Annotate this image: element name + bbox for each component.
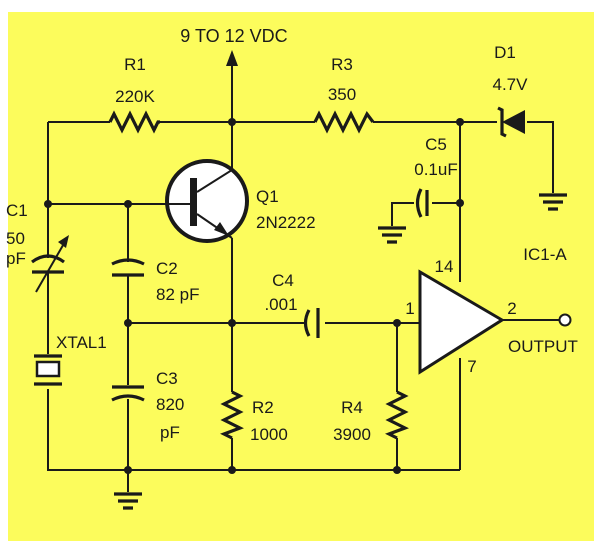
crystal-xtal1: XTAL1: [34, 333, 107, 386]
power-arrow-icon: [226, 50, 238, 66]
r3-value: 350: [328, 85, 356, 104]
c3-value-line2: pF: [160, 423, 180, 442]
schematic-background: [8, 12, 594, 541]
transistor-body-icon: [165, 159, 249, 243]
capacitor-c3: C3 820 pF: [111, 369, 184, 442]
ground-c5: [378, 226, 406, 244]
r1-value: 220K: [115, 87, 155, 106]
r3-ref: R3: [331, 55, 353, 74]
resistor-r4: R4 3900: [333, 390, 409, 444]
zener-diode-d1: D1 4.7V: [493, 43, 529, 138]
c1-value-line2: pF: [6, 249, 26, 268]
capacitor-curved-plate-icon: [111, 394, 145, 402]
resistor-symbol-icon: [385, 390, 409, 440]
resistor-symbol-icon: [108, 110, 160, 134]
c2-value: 82 pF: [156, 285, 199, 304]
c2-ref: C2: [156, 259, 178, 278]
zener-bar-icon: [497, 106, 507, 138]
junction-dot: [228, 466, 236, 474]
resistor-symbol-icon: [313, 110, 375, 134]
r1-ref: R1: [124, 55, 146, 74]
junction-dot: [456, 118, 464, 126]
junction-dot: [228, 319, 236, 327]
junction-dot: [393, 466, 401, 474]
capacitor-curved-plate-icon: [111, 258, 145, 266]
junction-dot: [44, 200, 52, 208]
crystal-body-icon: [35, 360, 61, 378]
junctions: [44, 118, 464, 474]
capacitor-c2: C2 82 pF: [111, 258, 199, 304]
ic1a-pin-gnd: 7: [467, 357, 476, 376]
variable-arrow-line: [35, 239, 67, 293]
junction-dot: [228, 118, 236, 126]
c3-ref: C3: [156, 369, 178, 388]
emitter-arrow-icon: [214, 222, 229, 236]
transistor-collector-lead: [196, 160, 233, 193]
resistor-r3: R3 350: [313, 55, 375, 134]
output-terminal-icon: [558, 313, 572, 327]
capacitor-curved-plate-icon: [415, 188, 423, 218]
ground-icon: [114, 492, 142, 510]
c4-value: .001: [264, 295, 297, 314]
capacitor-c4: C4 .001: [264, 271, 320, 338]
c5-ref: C5: [425, 135, 447, 154]
resistor-r2: R2 1000: [220, 390, 288, 444]
ground-d1: [539, 193, 567, 211]
diode-triangle-icon: [502, 110, 525, 134]
resistor-symbol-icon: [220, 390, 244, 440]
resistor-r1: R1 220K: [108, 55, 160, 134]
capacitor-c5: C5 0.1uF: [414, 135, 458, 218]
transistor-q1: Q1 2N2222: [163, 159, 316, 243]
c4-ref: C4: [272, 271, 294, 290]
buffer-triangle-icon: [418, 269, 505, 375]
wire-d1-ground: [527, 121, 554, 193]
d1-ref: D1: [494, 43, 516, 62]
q1-ref: Q1: [256, 187, 279, 206]
buffer-ic1a: IC1-A 14 1 2 7: [405, 245, 567, 376]
q1-value: 2N2222: [256, 213, 316, 232]
ic1a-pin-output: 2: [507, 299, 516, 318]
output-label: OUTPUT: [508, 337, 578, 356]
ground-icon: [378, 226, 406, 244]
wire-c5-left: [391, 202, 414, 226]
r2-ref: R2: [252, 398, 274, 417]
wire-ground-rail: [47, 389, 460, 471]
ic1a-pin-vcc: 14: [435, 257, 454, 276]
d1-value: 4.7V: [493, 75, 529, 94]
junction-dot: [124, 319, 132, 327]
ic1a-pin-input: 1: [405, 299, 414, 318]
transistor-base-bar-icon: [190, 178, 197, 226]
capacitor-curved-plate-icon: [303, 309, 311, 337]
c1-ref: C1: [6, 201, 28, 220]
variable-capacitor-c1: C1 50 pF: [6, 201, 69, 293]
ground-icon: [539, 193, 567, 211]
power-label: 9 TO 12 VDC: [180, 26, 287, 46]
r2-value: 1000: [250, 425, 288, 444]
ic1a-ref: IC1-A: [523, 245, 567, 264]
c1-value-line1: 50: [6, 229, 25, 248]
c5-value: 0.1uF: [414, 160, 457, 179]
c3-value-line1: 820: [156, 395, 184, 414]
junction-dot: [124, 200, 132, 208]
junction-dot: [456, 199, 464, 207]
r4-value: 3900: [333, 425, 371, 444]
variable-arrow-icon: [58, 235, 69, 248]
r4-ref: R4: [341, 398, 363, 417]
junction-dot: [124, 466, 132, 474]
xtal1-ref: XTAL1: [56, 333, 107, 352]
junction-dot: [393, 319, 401, 327]
ground-c3: [114, 492, 142, 510]
